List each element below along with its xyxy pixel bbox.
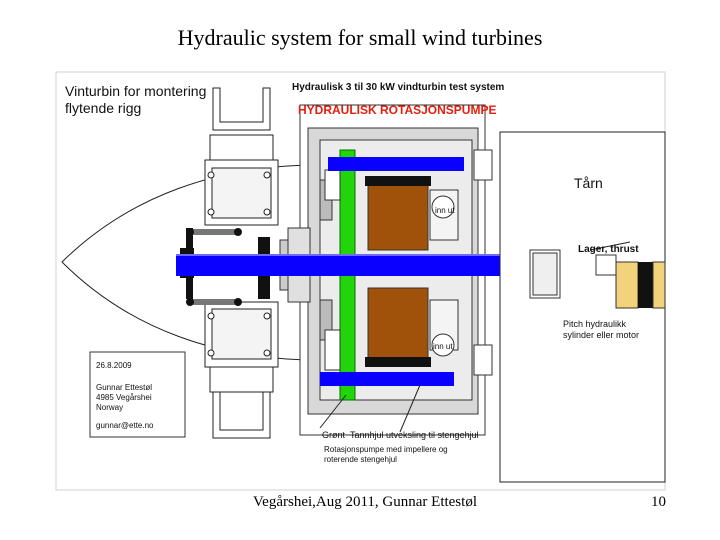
author-address: 4985 Vegårshei	[96, 393, 152, 402]
pitch-label-line-2: sylinder eller motor	[563, 330, 639, 340]
impeller-upper	[367, 179, 429, 251]
heading-line-1: Vinturbin for montering	[65, 83, 206, 99]
footer-credit: Vegårshei,Aug 2011, Gunnar Ettestøl	[253, 494, 477, 510]
note-leader-green	[319, 394, 347, 429]
pump-title: HYDRAULISK ROTASJONSPUMPE	[298, 103, 496, 117]
note-pump-line-2: roterende stengehjul	[324, 455, 397, 464]
heading-line-2: flytende rigg	[65, 100, 141, 116]
slide-title: Hydraulic system for small wind turbines	[177, 25, 543, 50]
port-circle-upper	[431, 195, 455, 219]
port-label-upper: inn ut	[435, 206, 455, 215]
pitch-cylinder-right	[652, 261, 666, 309]
pitch-cylinder-band	[638, 262, 653, 308]
blade-root-top	[204, 87, 279, 226]
bearing-leader-line	[589, 241, 631, 251]
author-country: Norway	[96, 403, 123, 412]
note-gear: Tannhjul utveksling til stengehjul	[350, 430, 479, 440]
port-label-lower: inn ut	[433, 342, 453, 351]
thrust-bearing-inner	[532, 252, 558, 296]
port-circle-lower	[431, 333, 455, 357]
impeller-lower	[367, 287, 429, 361]
side-fittings	[324, 149, 493, 376]
secondary-shaft-upper	[328, 157, 464, 171]
author-name: Gunnar Ettestøl	[96, 383, 152, 392]
tower-label: Tårn	[574, 175, 603, 191]
secondary-shaft-lower	[320, 372, 454, 386]
bearing-label: Lager, thrust	[578, 244, 639, 255]
pitch-cylinder-left	[615, 261, 639, 309]
author-date: 26.8.2009	[96, 361, 132, 370]
author-box	[89, 351, 186, 438]
main-shaft-highlight	[176, 254, 596, 256]
note-leader-gear	[399, 384, 421, 433]
main-shaft	[176, 254, 596, 276]
impeller-cap-bottom	[365, 357, 431, 367]
page-number: 10	[651, 494, 666, 510]
pitch-label-line-1: Pitch hydraulikk	[563, 319, 627, 329]
author-email: gunnar@ette.no	[96, 421, 154, 430]
impeller-cap-top	[365, 176, 431, 186]
system-title: Hydraulisk 3 til 30 kW vindturbin test s…	[292, 82, 504, 93]
note-pump-line-1: Rotasjonspumpe med impellere og	[324, 445, 448, 454]
blade-root-bottom	[204, 301, 279, 439]
note-green: Grønt	[322, 430, 346, 440]
pitch-coupling	[595, 254, 617, 276]
